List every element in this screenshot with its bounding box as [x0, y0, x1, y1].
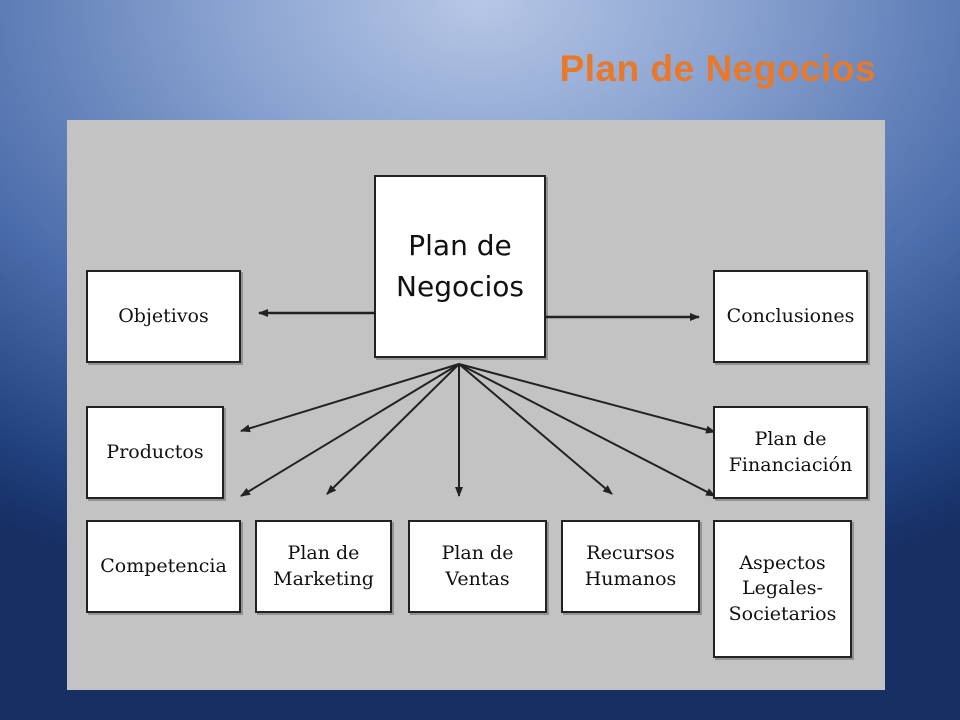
diagram-canvas: Plan de Negocios Objetivos Conclusiones … — [67, 120, 885, 690]
arrow-to-plan-financiacion — [458, 363, 716, 434]
node-productos: Productos — [86, 406, 224, 499]
node-aspectos-legales: Aspectos Legales- Societarios — [713, 520, 852, 658]
arrow-to-competencia — [240, 363, 460, 497]
node-plan-ventas: Plan de Ventas — [408, 520, 547, 613]
node-objetivos: Objetivos — [86, 270, 241, 363]
node-recursos-humanos: Recursos Humanos — [561, 520, 700, 613]
node-conclusiones: Conclusiones — [713, 270, 868, 363]
node-plan-de-negocios: Plan de Negocios — [374, 175, 546, 358]
arrow-to-plan-marketing — [326, 363, 460, 495]
node-plan-financiacion: Plan de Financiación — [713, 406, 868, 499]
arrow-to-aspectos-legales — [458, 363, 716, 497]
slide-title: Plan de Negocios — [559, 48, 876, 89]
arrow-to-recursos-humanos — [458, 363, 613, 495]
node-competencia: Competencia — [86, 520, 241, 613]
node-plan-marketing: Plan de Marketing — [255, 520, 392, 613]
connector-arrows — [240, 309, 716, 497]
arrow-to-productos — [240, 363, 460, 433]
